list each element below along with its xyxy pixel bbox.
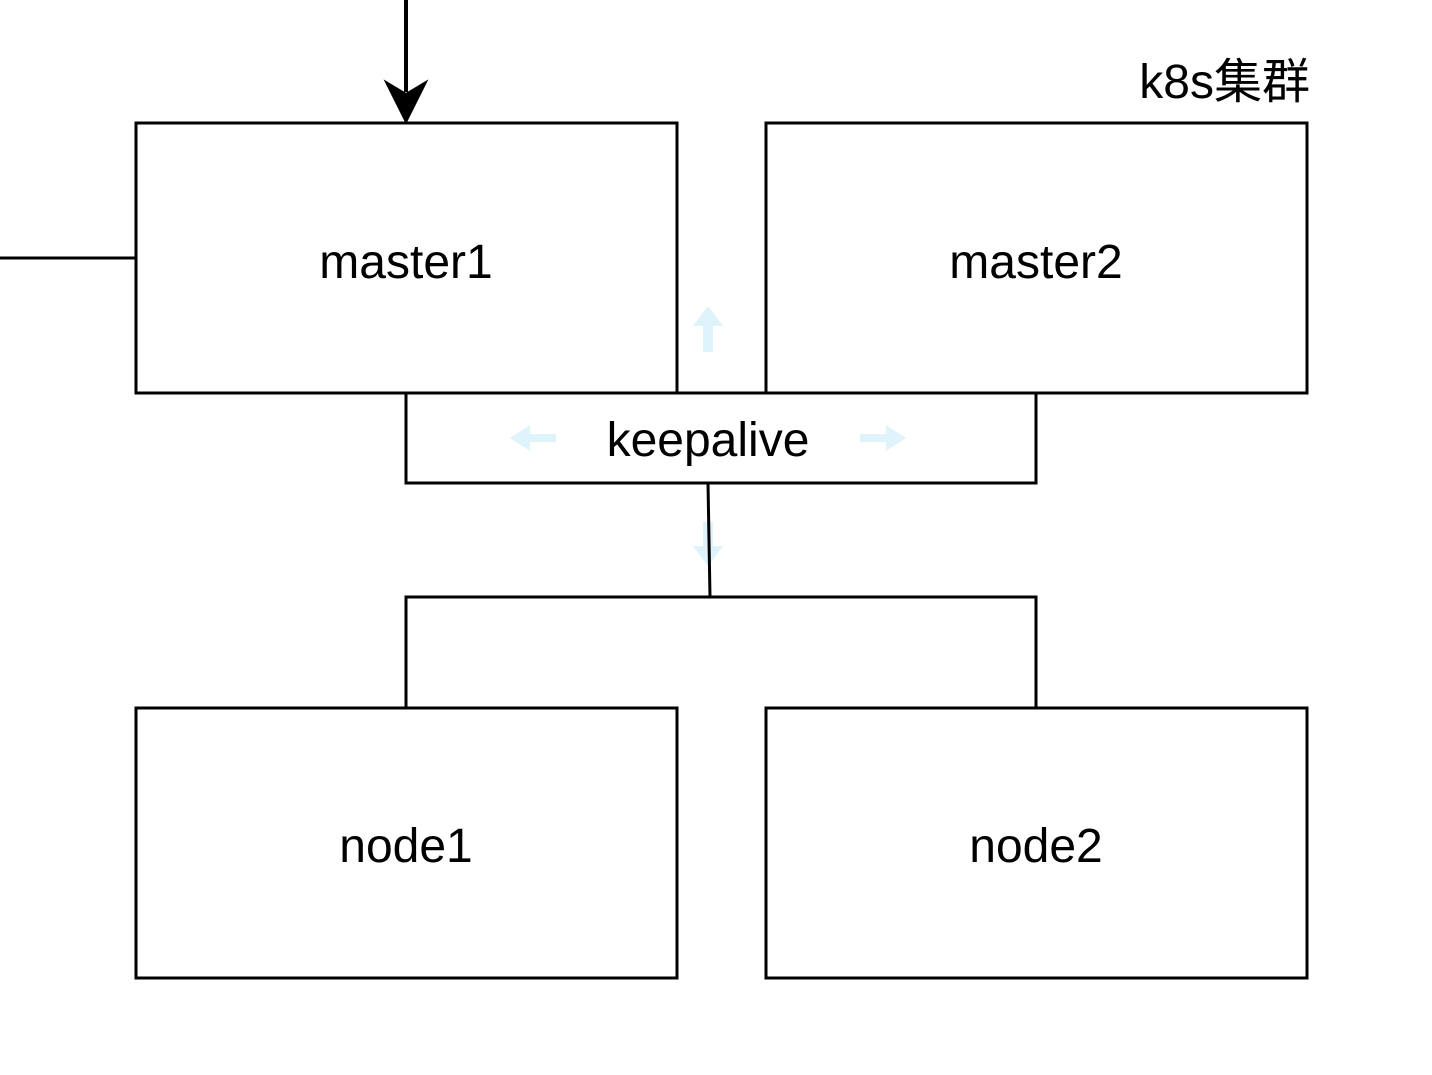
- node2-label: node2: [969, 820, 1102, 873]
- node2-node[interactable]: node2: [764, 706, 1309, 980]
- keepalive-node[interactable]: keepalive: [404, 391, 1038, 485]
- master2-label: master2: [949, 236, 1122, 289]
- keepalive-label: keepalive: [607, 414, 810, 467]
- master2-node[interactable]: master2: [764, 121, 1309, 395]
- node1-label: node1: [339, 820, 472, 873]
- hint-arrow-left-icon: [510, 425, 556, 451]
- cluster-label: k8s集群: [1139, 56, 1310, 109]
- node1-node[interactable]: node1: [134, 706, 679, 980]
- master1-node[interactable]: master1: [134, 121, 679, 395]
- keepalive-to-nodes-connector: [404, 482, 1038, 708]
- incoming-arrowhead: [383, 79, 429, 125]
- hint-arrow-up-icon: [693, 306, 723, 352]
- master1-label: master1: [319, 236, 492, 289]
- hint-arrow-right-icon: [860, 425, 906, 451]
